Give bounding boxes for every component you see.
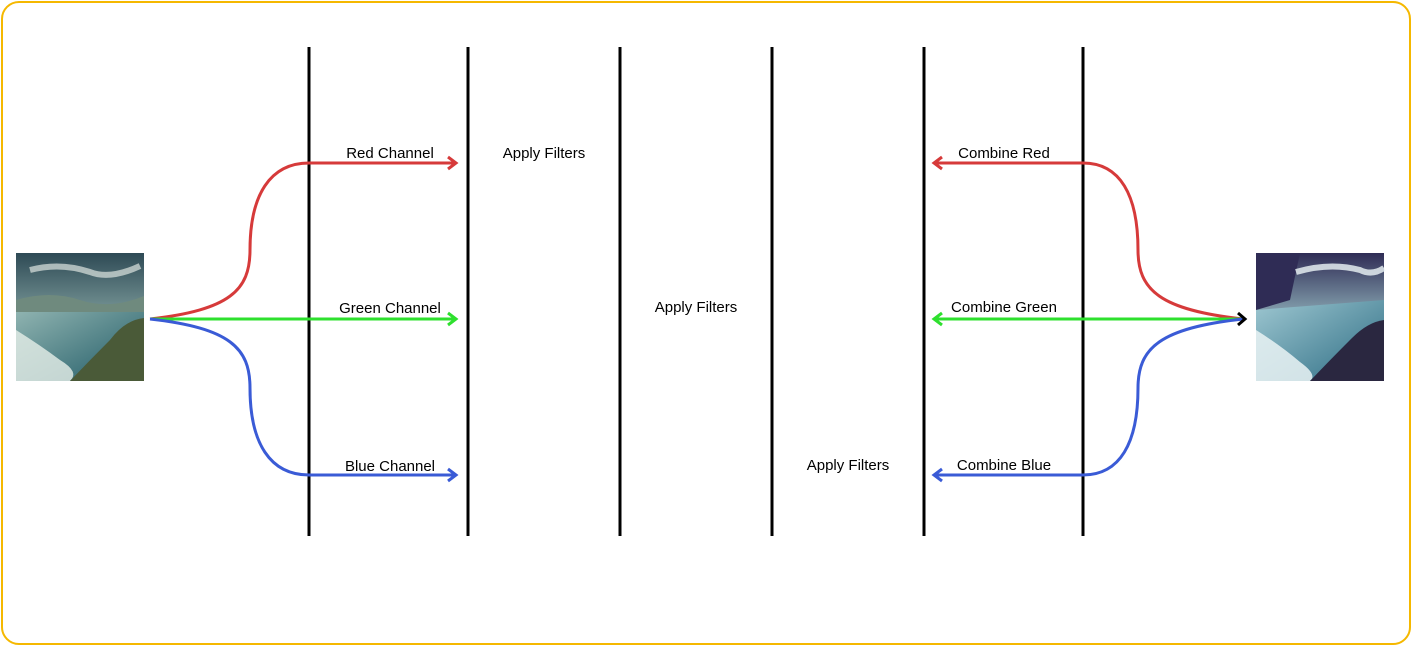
apply-filters-label-1: Apply Filters xyxy=(503,145,586,162)
green-split-arrowhead xyxy=(447,311,459,327)
red-split-arrowhead xyxy=(447,155,459,171)
combine-blue-label: Combine Blue xyxy=(957,457,1051,474)
red-combine-arrowhead xyxy=(931,155,943,171)
apply-filters-label-3: Apply Filters xyxy=(807,457,890,474)
blue-split-arrow xyxy=(149,317,455,477)
apply-filters-label-2: Apply Filters xyxy=(655,299,738,316)
input-image xyxy=(16,253,144,381)
blue-split-arrowhead xyxy=(447,467,459,483)
red-split-arrow xyxy=(149,161,455,321)
blue-channel-label: Blue Channel xyxy=(345,458,435,475)
green-combine-arrowhead xyxy=(931,311,943,327)
blue-combine-arrowhead xyxy=(931,467,943,483)
red-channel-label: Red Channel xyxy=(346,145,434,162)
combine-red-label: Combine Red xyxy=(958,145,1050,162)
combine-green-label: Combine Green xyxy=(951,299,1057,316)
green-channel-label: Green Channel xyxy=(339,300,441,317)
red-combine-arrow xyxy=(935,161,1244,321)
output-arrowhead xyxy=(1237,311,1248,327)
blue-combine-arrow xyxy=(935,317,1244,477)
output-image xyxy=(1256,253,1386,381)
